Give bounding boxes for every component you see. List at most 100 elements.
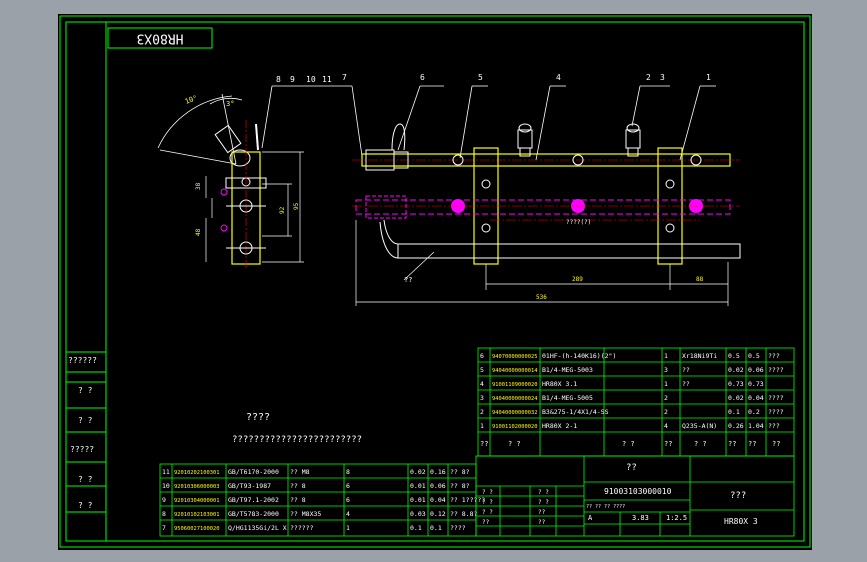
parts-upper-cell: B3&275-1/4X1/4-SS — [542, 408, 609, 416]
outer-frame — [59, 15, 811, 548]
stamp-text: HR80X3 — [137, 31, 184, 46]
parts-upper-cell: ??? — [768, 422, 780, 430]
parts-upper-header-4: ? ? — [694, 440, 707, 448]
side-dim-48: 48 — [195, 228, 202, 236]
parts-lower-cell: GB/T97.1-2002 — [228, 496, 279, 504]
parts-lower-cell: 0.04 — [430, 496, 446, 504]
parts-lower-cell: 4 — [346, 510, 350, 518]
angle-arc-large — [157, 95, 233, 149]
parts-lower-cell: ?? 8? — [450, 468, 470, 476]
nozzle-2 — [625, 123, 641, 157]
parts-lower-cell: ?? 1????? — [450, 496, 485, 504]
parts-upper-cell: 0.02 — [728, 394, 744, 402]
parts-lower-cell: ???? — [450, 524, 466, 532]
plug-3 — [690, 154, 702, 166]
plug-2 — [572, 154, 584, 166]
notes-title: ???? — [246, 412, 270, 423]
parts-upper-cell: 91001109000020 — [492, 382, 537, 388]
title-block-label-4: ? ? — [538, 499, 549, 506]
left-strip-label-3: ????? — [70, 445, 94, 454]
title-block-label-8: ?? — [538, 519, 546, 526]
side-view: 10° 3° 38 95 92 48 — [157, 93, 304, 270]
parts-upper-cell: 2 — [664, 408, 668, 416]
parts-upper-cell: ??? — [768, 352, 780, 360]
title-block-label-5: ? ? — [482, 509, 493, 516]
parts-upper-cell: 3 — [480, 394, 484, 402]
parts-upper-cell: 4 — [664, 422, 668, 430]
parts-upper-cell: 0.04 — [748, 394, 764, 402]
parts-upper-cell: ???? — [768, 394, 784, 402]
parts-upper-cell: 1 — [664, 380, 668, 388]
left-strip-label-2: ? ? — [78, 416, 93, 425]
hidden-fitting — [365, 195, 407, 219]
parts-upper-cell: 6 — [480, 352, 484, 360]
parts-lower-cell: 92010102103001 — [174, 512, 219, 518]
left-strip — [66, 351, 106, 513]
dim-88: 88 — [696, 276, 704, 283]
parts-upper-cell: 5 — [480, 366, 484, 374]
parts-upper-cell: 2 — [480, 408, 484, 416]
parts-upper-cell: 0.26 — [728, 422, 744, 430]
parts-lower-cell: 9 — [162, 496, 166, 504]
left-strip-label-4: ? ? — [78, 475, 93, 484]
title-block-label-3: ? ? — [482, 499, 493, 506]
balloon-11: 11 — [322, 75, 332, 84]
parts-lower-cell: 7 — [162, 524, 166, 532]
parts-lower-cell: 0.16 — [430, 468, 446, 476]
center-label: ????(?) — [566, 219, 591, 226]
dim-289: 289 — [572, 276, 583, 283]
side-part-small-1 — [220, 188, 228, 196]
angle-arc-small — [209, 97, 243, 105]
parts-upper-cell: 2 — [664, 394, 668, 402]
nozzle-4 — [517, 123, 533, 157]
parts-lower-cell: 10 — [162, 482, 170, 490]
parts-upper-cell: 0.73 — [728, 380, 744, 388]
parts-lower-cell: 0.03 — [410, 510, 426, 518]
parts-upper-cell: 0.2 — [748, 408, 760, 416]
parts-upper-cell: 94040000000014 — [492, 368, 537, 374]
parts-lower-cell: 6 — [346, 482, 350, 490]
dim-536: 536 — [536, 294, 547, 301]
parts-lower-cell: GB/T5783-2000 — [228, 510, 279, 518]
lower-pipe-bend — [379, 219, 399, 259]
front-view: 8 9 10 11 7 6 5 4 2 3 1 — [261, 73, 741, 306]
parts-table-lower — [159, 463, 477, 537]
parts-upper-header-7: ?? — [772, 440, 780, 448]
title-block-label-7: ?? — [482, 519, 490, 526]
side-dim-95: 95 — [293, 202, 300, 210]
parts-upper-cell: 1.04 — [748, 422, 764, 430]
side-dim-38: 38 — [195, 182, 202, 190]
balloon-6: 6 — [420, 73, 425, 82]
parts-lower-cell: 11 — [162, 468, 170, 476]
parts-lower-cell: Q/HG1135Gi/2L X — [228, 524, 287, 532]
parts-lower-cell: GB/T93-1987 — [228, 482, 271, 490]
balloon-4: 4 — [556, 73, 561, 82]
parts-upper-cell: ?? — [682, 380, 690, 388]
clamp-hole-l2 — [481, 223, 491, 233]
parts-upper-cell: 01HF-(h-140K16)(2") — [542, 352, 616, 360]
parts-lower-cell: ?? 8.8? — [450, 510, 477, 518]
parts-upper-cell: B1/4-MEG-5003 — [542, 366, 593, 374]
stamp-box — [107, 27, 213, 49]
parts-lower-cell: 6 — [346, 496, 350, 504]
title-block-stage: A — [588, 514, 593, 522]
parts-upper-cell: ???? — [768, 408, 784, 416]
parts-upper-cell: B1/4-MEG-5005 — [542, 394, 593, 402]
parts-upper-cell: 94070000000025 — [492, 354, 537, 360]
angle-small-label: 3° — [226, 100, 234, 108]
leader-label: ?? — [404, 276, 412, 284]
parts-upper-cell: Q235-A(N) — [682, 422, 717, 430]
hidden-pipe — [355, 199, 731, 215]
parts-lower-cell: ?? 8 — [290, 496, 306, 504]
parts-lower-cell: 1 — [346, 524, 350, 532]
balloon-2: 2 — [646, 73, 651, 82]
parts-upper-cell: 0.02 — [728, 366, 744, 374]
parts-upper-cell: ?? — [682, 366, 690, 374]
parts-lower-cell: 8 — [162, 510, 166, 518]
drawing-paper — [58, 14, 812, 550]
parts-upper-header-1: ? ? — [508, 440, 521, 448]
balloon-3: 3 — [660, 73, 665, 82]
parts-upper-header-5: ?? — [728, 440, 736, 448]
parts-lower-cell: 0.12 — [430, 510, 446, 518]
